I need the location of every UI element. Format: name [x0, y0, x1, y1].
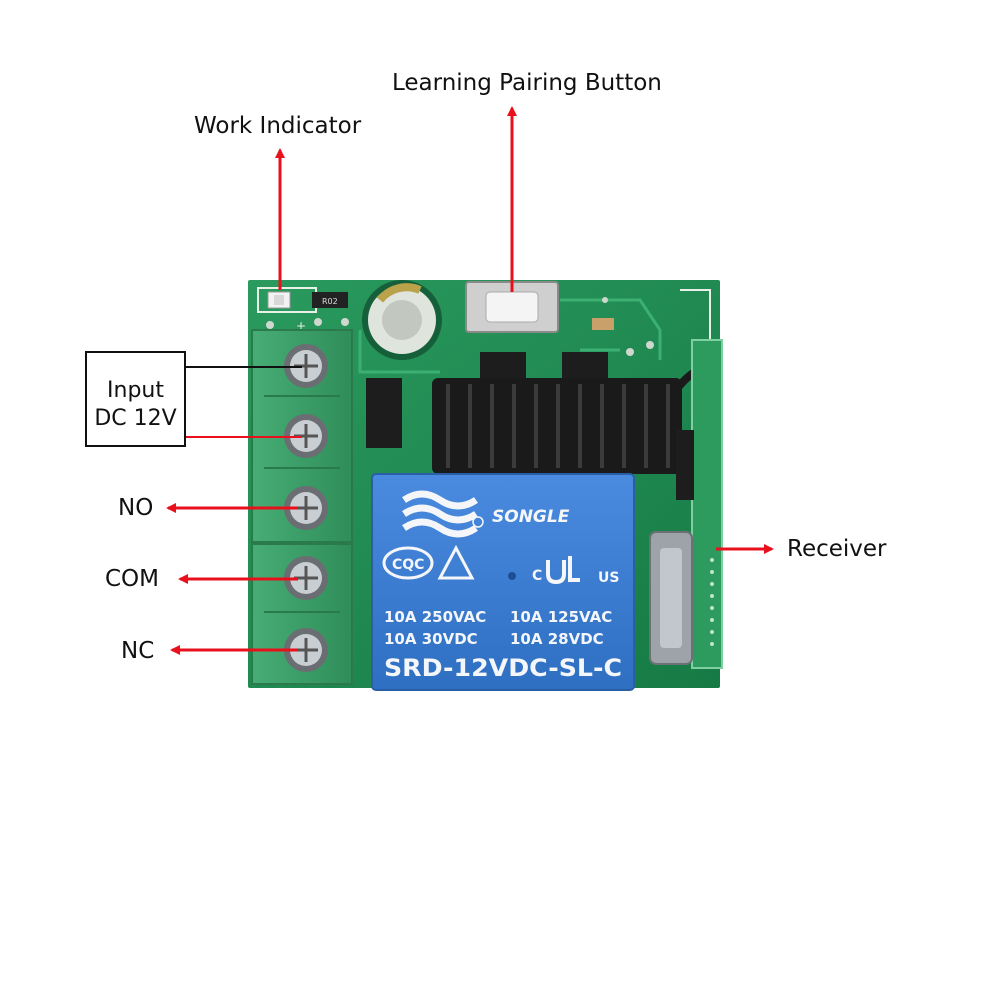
ic-chip	[366, 378, 402, 448]
learning-button-label: Learning Pairing Button	[392, 70, 662, 96]
terminal-screw-nc[interactable]	[284, 628, 328, 672]
warning-triangle-icon	[437, 544, 475, 580]
terminal-screw-no[interactable]	[284, 486, 328, 530]
receiver-label: Receiver	[787, 536, 887, 562]
work-indicator-label: Work Indicator	[194, 113, 362, 139]
relay-rating-dc-right: 10A 28VDC	[510, 630, 604, 648]
electrolytic-capacitor	[362, 280, 442, 360]
smd-resistor	[312, 292, 348, 308]
terminal-screw-positive[interactable]	[284, 344, 328, 388]
relay-rating-dc-left: 10A 30VDC	[384, 630, 478, 648]
relay-model: SRD-12VDC-SL-C	[384, 654, 622, 682]
relay-rating-ac-right: 10A 125VAC	[510, 608, 612, 626]
svg-text:C: C	[532, 568, 542, 584]
component-label: R02	[322, 297, 338, 306]
relay-brand: SONGLE	[492, 507, 570, 527]
terminal-block	[251, 329, 353, 685]
learning-pairing-button[interactable]	[465, 281, 559, 333]
com-label: COM	[105, 566, 160, 592]
input-dc-label-box: Input DC 12V	[85, 351, 186, 447]
work-indicator-led	[267, 291, 291, 309]
antenna-coil	[432, 362, 713, 474]
cqc-mark: CQC	[382, 546, 434, 580]
no-label: NO	[118, 495, 154, 521]
input-label-line2: DC 12V	[94, 406, 177, 431]
input-label-line1: Input	[107, 378, 164, 403]
relay: SONGLE CQC C US 10A 250VAC 10A 125VAC 10…	[371, 473, 635, 691]
nc-label: NC	[121, 638, 155, 664]
ul-mark: C US	[532, 556, 619, 586]
smd-capacitor	[592, 318, 614, 330]
svg-text:CQC: CQC	[392, 557, 424, 573]
receiver-module	[649, 339, 723, 669]
svg-text:US: US	[598, 570, 619, 586]
terminal-screw-negative[interactable]	[284, 414, 328, 458]
songle-logo	[402, 490, 484, 538]
relay-rating-ac-left: 10A 250VAC	[384, 608, 486, 626]
plus-mark: +	[296, 319, 306, 333]
